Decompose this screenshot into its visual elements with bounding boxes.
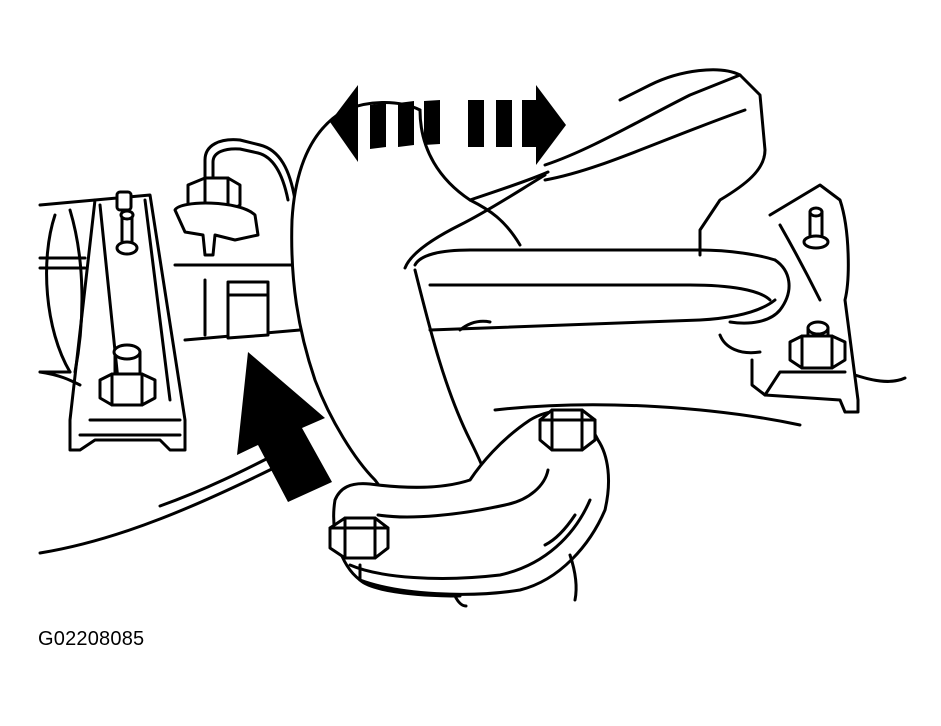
arrow-right-head — [536, 85, 566, 165]
crossmember — [413, 248, 791, 355]
underbody-curve-upper — [158, 450, 282, 508]
exhaust-flange — [332, 410, 611, 608]
right-hanger-bracket — [750, 183, 907, 414]
figure-code: G02208085 — [38, 628, 145, 650]
right-bolt-lower — [788, 320, 847, 370]
flange-bolt-right — [538, 408, 597, 452]
flange-bolt-left — [328, 516, 390, 560]
underbody-curve-lower — [38, 458, 292, 555]
pointer-arrow — [237, 352, 332, 502]
arrow-right-dash-2 — [496, 100, 512, 147]
arrow-left-dash-3 — [424, 100, 440, 145]
double-headed-arrow — [330, 85, 566, 165]
left-bolt-lower — [98, 343, 157, 407]
oxygen-sensor — [173, 138, 297, 257]
left-stud-upper — [115, 190, 139, 256]
arrow-left-dash-1 — [370, 103, 386, 149]
right-stud-upper — [802, 206, 830, 250]
arrow-left-dash-2 — [398, 101, 414, 147]
arrow-right-dash-1 — [468, 100, 484, 147]
arrow-left-head — [330, 85, 358, 162]
left-hanger-bracket — [68, 193, 187, 452]
heat-shield — [543, 68, 767, 257]
left-exhaust-pipe — [38, 198, 97, 374]
mid-pipe — [173, 263, 302, 342]
arrow-right-dash-3 — [522, 100, 536, 147]
underbody-floor-line — [493, 403, 802, 427]
